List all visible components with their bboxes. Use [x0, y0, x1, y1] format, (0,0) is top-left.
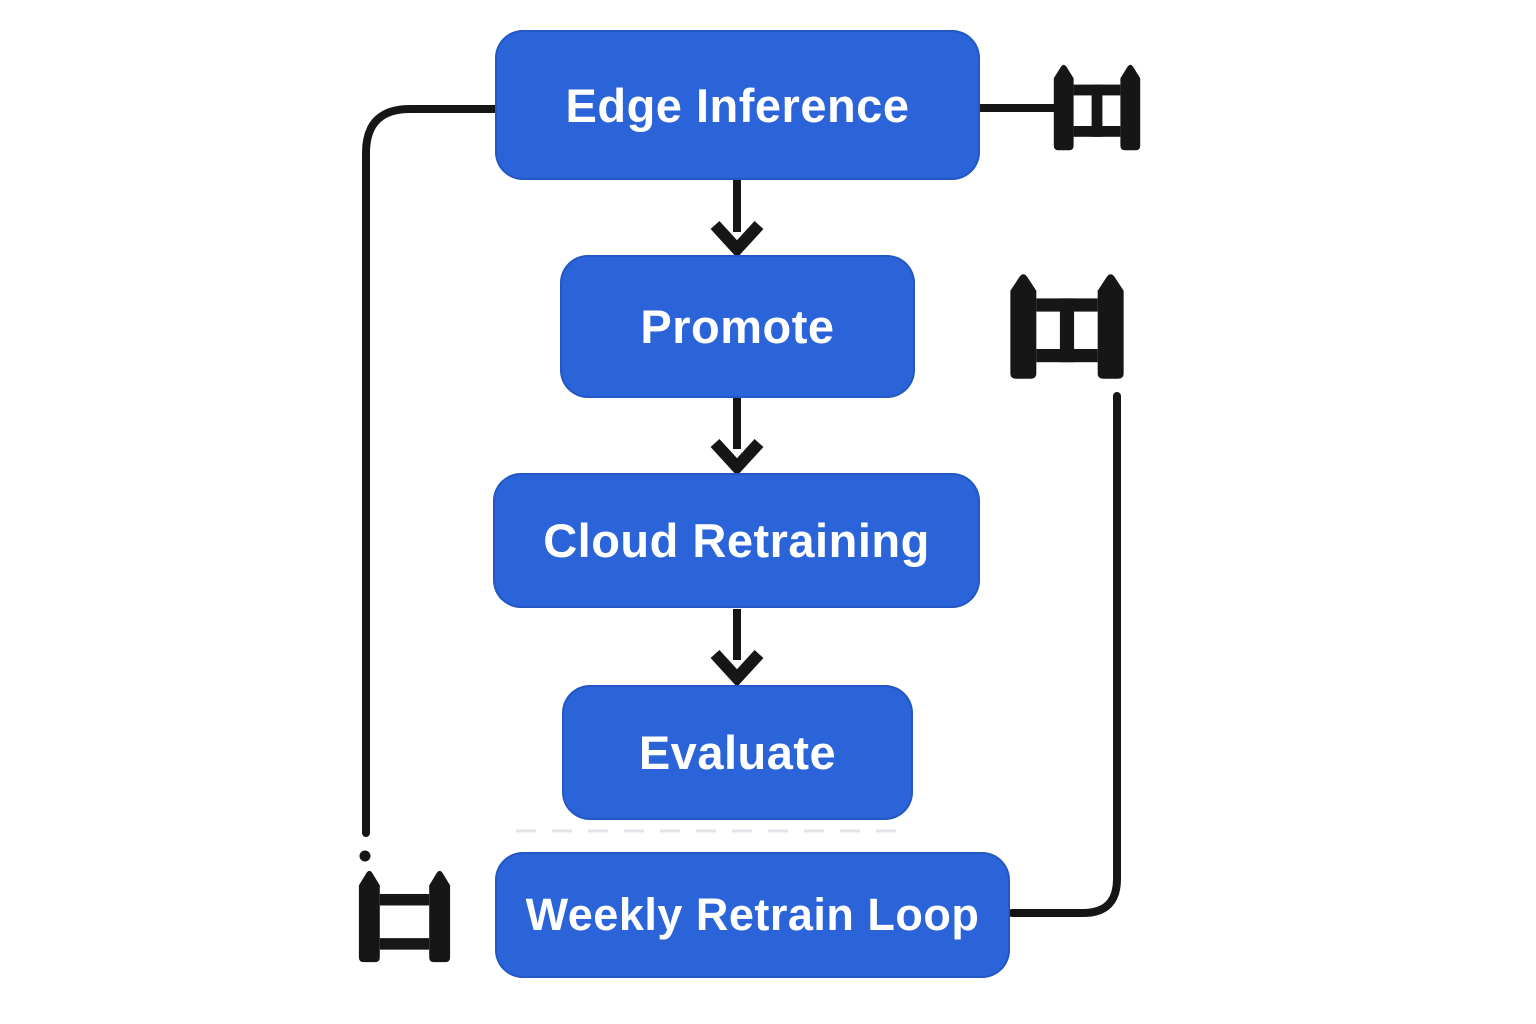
node-weekly-retrain-loop: Weekly Retrain Loop — [495, 852, 1010, 978]
edge-loop-right — [1008, 392, 1121, 917]
node-label: Weekly Retrain Loop — [525, 889, 980, 940]
edge-loop-left — [362, 105, 500, 837]
fence-icon-middle-right — [1010, 274, 1124, 379]
node-evaluate: Evaluate — [562, 685, 913, 820]
node-label: Edge Inference — [565, 78, 910, 132]
node-promote: Promote — [560, 255, 915, 398]
node-edge-inference: Edge Inference — [495, 30, 980, 180]
fence-icon-top-right — [1053, 64, 1141, 151]
node-label: Evaluate — [638, 726, 837, 779]
arrow-cloud-retraining-to-evaluate — [710, 609, 764, 687]
node-label: Cloud Retraining — [543, 514, 930, 567]
arrow-edge-inference-to-promote — [710, 180, 764, 258]
arrow-promote-to-cloud-retraining — [710, 398, 764, 476]
node-label: Promote — [640, 300, 835, 353]
fence-icon-bottom-left — [358, 870, 451, 963]
line-end-artifact-dot — [359, 850, 371, 862]
node-cloud-retraining: Cloud Retraining — [493, 473, 980, 608]
